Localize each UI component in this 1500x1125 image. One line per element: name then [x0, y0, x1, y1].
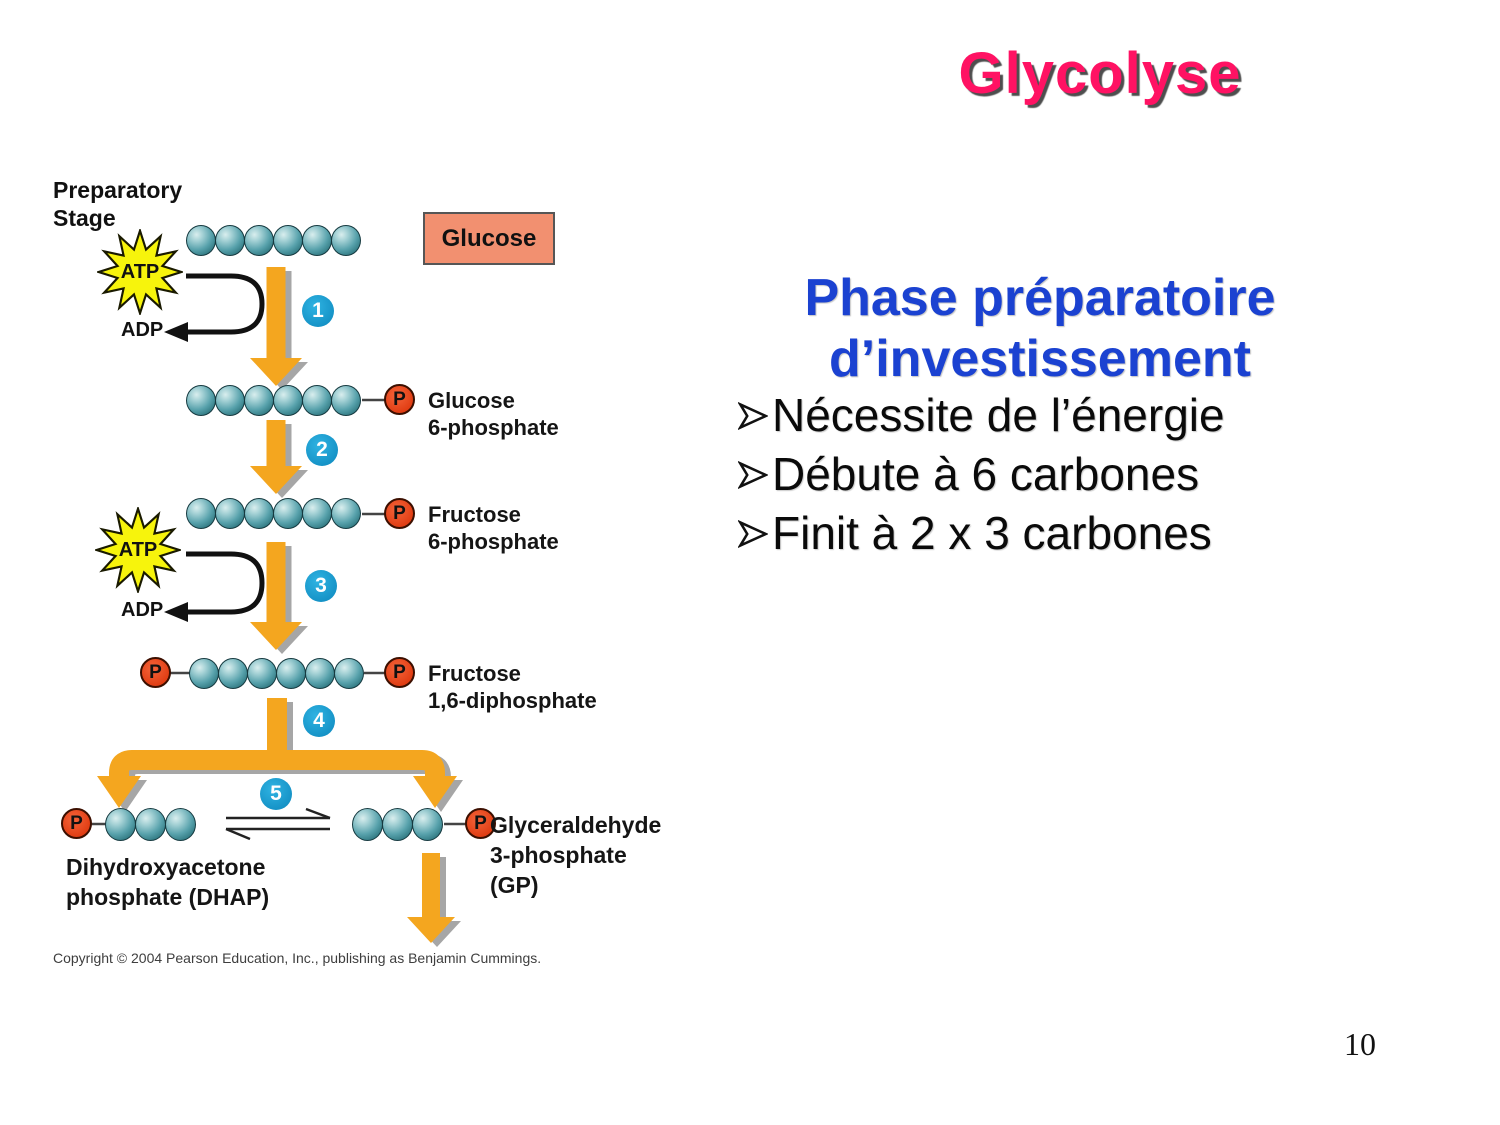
- bullet-text: Finit à 2 x 3 carbones: [772, 507, 1212, 559]
- carbon-sphere: [331, 225, 361, 256]
- phosphate-circle: P: [384, 384, 415, 415]
- g6p-label: Glucose 6-phosphate: [428, 388, 559, 440]
- carbon-sphere: [334, 658, 364, 689]
- carbon-sphere: [215, 225, 245, 256]
- glucose-chain: [186, 225, 361, 256]
- carbon-sphere: [189, 658, 219, 689]
- carbon-sphere: [302, 498, 332, 529]
- carbon-sphere: [135, 808, 166, 841]
- starburst-icon: [95, 227, 185, 317]
- phosphate-circle: P: [384, 657, 415, 688]
- arrow-step3: [250, 542, 302, 650]
- heading-line2: d’investissement: [829, 330, 1251, 388]
- carbon-sphere: [302, 385, 332, 416]
- atp-adp-hooks: [186, 273, 265, 615]
- carbon-sphere: [165, 808, 196, 841]
- step-badge-1: 1: [302, 295, 334, 327]
- atp-label: ATP: [118, 538, 158, 561]
- bullet-text: Nécessite de l’énergie: [772, 389, 1225, 441]
- glucose-box: Glucose: [423, 212, 555, 265]
- f16dp-label: Fructose 1,6-diphosphate: [428, 661, 597, 713]
- bullet-list: Nécessite de l’énergie Débute à 6 carbon…: [738, 386, 1398, 563]
- carbon-sphere: [186, 225, 216, 256]
- carbon-sphere: [215, 385, 245, 416]
- carbon-sphere: [273, 225, 303, 256]
- carbon-sphere: [105, 808, 136, 841]
- step-badge-5: 5: [260, 778, 292, 810]
- carbon-sphere: [273, 385, 303, 416]
- copyright-text: Copyright © 2004 Pearson Education, Inc.…: [53, 950, 542, 966]
- adp-label: ADP: [121, 319, 164, 341]
- arrow-step4-branch: [109, 750, 445, 780]
- heading-line1: Phase préparatoire: [804, 269, 1276, 327]
- section-heading: Phase préparatoire d’investissement: [700, 268, 1380, 390]
- carbon-sphere: [244, 498, 274, 529]
- bullet-item: Finit à 2 x 3 carbones: [738, 504, 1398, 563]
- step-badge-3: 3: [305, 570, 337, 602]
- phosphate-circle: P: [140, 657, 171, 688]
- phosphate-circle: P: [61, 808, 92, 839]
- carbon-sphere: [382, 808, 413, 841]
- arrow-step1: [250, 267, 302, 386]
- bullet-text: Débute à 6 carbones: [772, 448, 1200, 500]
- carbon-sphere: [273, 498, 303, 529]
- phosphate-circle: P: [465, 808, 496, 839]
- bullet-arrowhead-icon: [738, 460, 768, 489]
- carbon-sphere: [412, 808, 443, 841]
- carbon-sphere: [276, 658, 306, 689]
- carbon-sphere: [331, 498, 361, 529]
- carbon-sphere: [247, 658, 277, 689]
- preparatory-stage-label: Preparatory Stage: [53, 177, 183, 231]
- carbon-sphere: [215, 498, 245, 529]
- carbon-sphere: [352, 808, 383, 841]
- page-number: 10: [1344, 1026, 1376, 1062]
- gp-label: Glyceraldehyde 3-phosphate (GP): [490, 812, 662, 898]
- carbon-sphere: [218, 658, 248, 689]
- dhap-label: Dihydroxyacetone phosphate (DHAP): [66, 854, 270, 910]
- adp-label: ADP: [121, 599, 164, 621]
- carbon-sphere: [186, 498, 216, 529]
- carbon-sphere: [186, 385, 216, 416]
- starburst-icon: [93, 505, 183, 595]
- arrow-step4-right-head: [413, 776, 457, 808]
- g6p-chain: [186, 385, 361, 416]
- atp-starburst: [95, 227, 185, 317]
- bullet-item: Nécessite de l’énergie: [738, 386, 1398, 445]
- f16dp-chain: [189, 658, 364, 689]
- bullet-item: Débute à 6 carbones: [738, 445, 1398, 504]
- carbon-sphere: [305, 658, 335, 689]
- carbon-sphere: [331, 385, 361, 416]
- step-badge-4: 4: [303, 705, 335, 737]
- dhap-chain: [105, 808, 196, 841]
- hook-step1: [186, 273, 265, 335]
- carbon-sphere: [302, 225, 332, 256]
- f6p-label: Fructose 6-phosphate: [428, 502, 559, 554]
- carbon-sphere: [244, 225, 274, 256]
- arrow-step4-left-head: [97, 776, 141, 808]
- step-badge-2: 2: [306, 434, 338, 466]
- arrow-gp-down: [407, 853, 455, 943]
- arrow-step2: [250, 420, 302, 494]
- bullet-arrowhead-icon: [738, 401, 768, 430]
- phosphate-circle: P: [384, 498, 415, 529]
- carbon-sphere: [244, 385, 274, 416]
- atp-starburst: [93, 505, 183, 595]
- atp-label: ATP: [120, 260, 160, 283]
- f6p-chain: [186, 498, 361, 529]
- bullet-arrowhead-icon: [738, 519, 768, 548]
- gp-chain: [352, 808, 443, 841]
- equilibrium-arrows: [225, 807, 331, 841]
- hook-step3: [186, 551, 265, 615]
- page-title: Glycolyse: [958, 41, 1242, 106]
